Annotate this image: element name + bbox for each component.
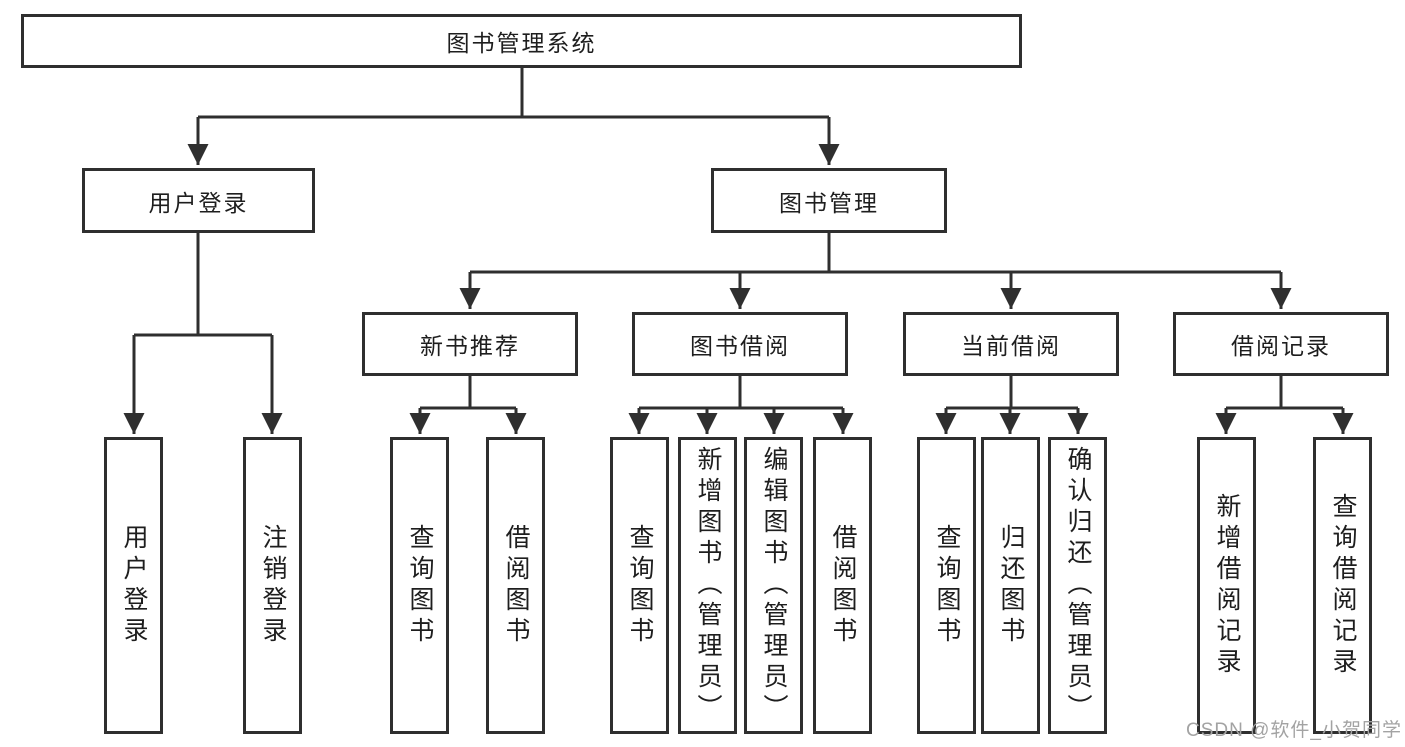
- node-book-borrow-label: 图书借阅: [690, 333, 790, 359]
- leaf-records-query-label: 查询借阅记录: [1329, 492, 1357, 679]
- leaf-records-query: 查询借阅记录: [1313, 437, 1372, 734]
- node-user-login-label: 用户登录: [148, 189, 249, 216]
- leaf-newbook-borrow: 借阅图书: [486, 437, 545, 734]
- leaf-current-query-label: 查询图书: [933, 523, 961, 648]
- node-root: 图书管理系统: [21, 14, 1022, 68]
- leaf-borrow-borrow-label: 借阅图书: [829, 523, 857, 648]
- leaf-records-add-label: 新增借阅记录: [1213, 492, 1241, 679]
- connector-lines: [123, 68, 1354, 434]
- leaf-current-confirm-admin: 确认归还（管理员）: [1048, 437, 1107, 734]
- node-borrow-records: 借阅记录: [1173, 312, 1389, 376]
- leaf-logout: 注销登录: [243, 437, 302, 734]
- node-current-borrow-label: 当前借阅: [961, 333, 1061, 359]
- node-new-book-recommend: 新书推荐: [362, 312, 578, 376]
- leaf-borrow-add-admin: 新增图书（管理员）: [678, 437, 737, 734]
- leaf-newbook-borrow-label: 借阅图书: [502, 523, 530, 648]
- node-book-management: 图书管理: [711, 168, 947, 233]
- leaf-current-return-label: 归还图书: [997, 523, 1025, 648]
- leaf-current-query: 查询图书: [917, 437, 976, 734]
- node-new-book-recommend-label: 新书推荐: [420, 333, 520, 359]
- node-book-management-label: 图书管理: [779, 189, 879, 216]
- leaf-newbook-query-label: 查询图书: [406, 523, 434, 648]
- node-current-borrow: 当前借阅: [903, 312, 1119, 376]
- leaf-borrow-query-label: 查询图书: [626, 523, 654, 648]
- watermark-text: CSDN @软件_小贺同学: [1186, 720, 1402, 741]
- leaf-user-login-label: 用户登录: [120, 523, 148, 648]
- leaf-logout-label: 注销登录: [259, 523, 287, 648]
- leaf-borrow-edit-admin: 编辑图书（管理员）: [744, 437, 803, 734]
- node-book-borrow: 图书借阅: [632, 312, 848, 376]
- node-user-login: 用户登录: [82, 168, 315, 233]
- leaf-borrow-add-admin-label: 新增图书（管理员）: [694, 446, 722, 725]
- leaf-borrow-edit-admin-label: 编辑图书（管理员）: [760, 446, 788, 725]
- node-borrow-records-label: 借阅记录: [1231, 333, 1331, 359]
- node-root-label: 图书管理系统: [446, 30, 597, 56]
- leaf-borrow-borrow: 借阅图书: [813, 437, 872, 734]
- leaf-current-confirm-admin-label: 确认归还（管理员）: [1064, 446, 1092, 725]
- leaf-borrow-query: 查询图书: [610, 437, 669, 734]
- leaf-newbook-query: 查询图书: [390, 437, 449, 734]
- leaf-current-return: 归还图书: [981, 437, 1040, 734]
- leaf-records-add: 新增借阅记录: [1197, 437, 1256, 734]
- leaf-user-login: 用户登录: [104, 437, 163, 734]
